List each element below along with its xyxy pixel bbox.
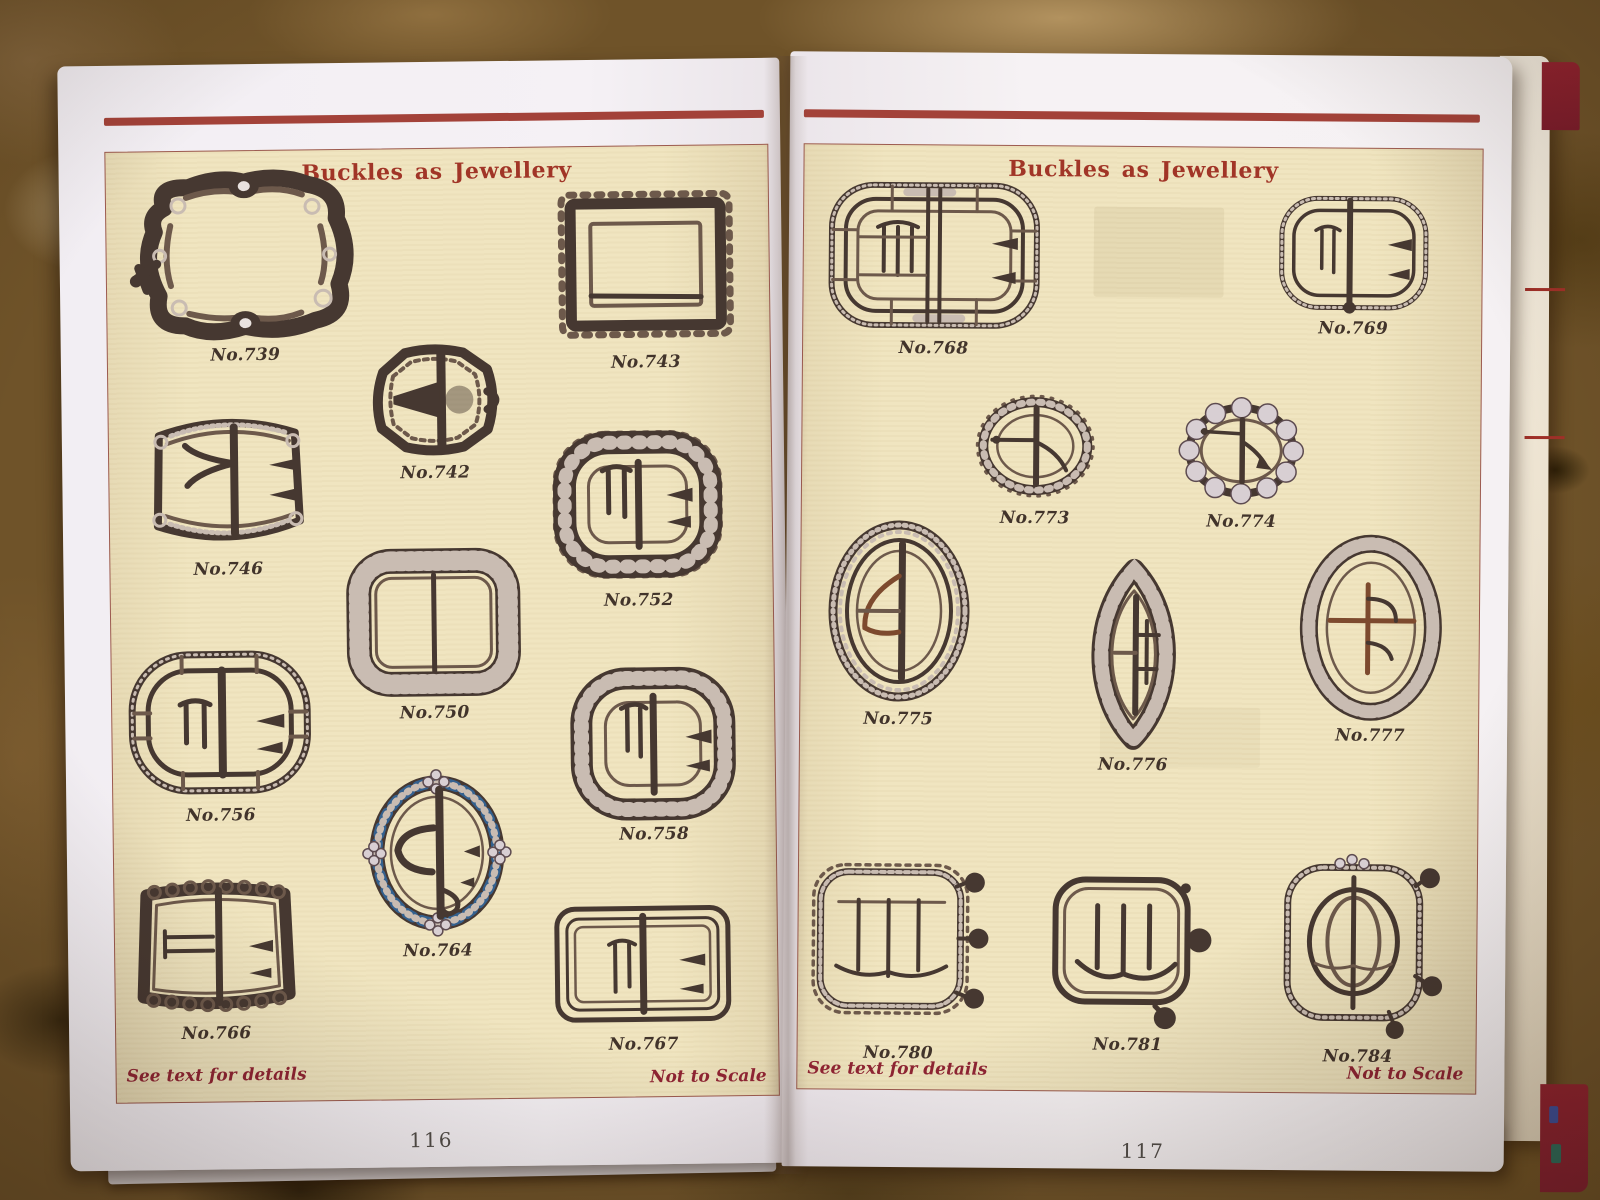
buckle-756-label: No.756 xyxy=(185,805,256,826)
top-rule-left xyxy=(103,109,764,126)
buckle-784-illustration xyxy=(1283,853,1443,1039)
right-page: Buckles as Jewellery No.768 xyxy=(781,51,1513,1172)
show-through-ghost xyxy=(1093,206,1225,298)
buckle-774-illustration xyxy=(1178,396,1305,505)
buckle-figure-742: No.742 xyxy=(359,339,511,484)
buckle-750-illustration xyxy=(346,547,521,697)
buckle-figure-781: No.781 xyxy=(1043,861,1215,1055)
buckle-752-illustration xyxy=(552,430,723,579)
left-footer-note: See text for details xyxy=(126,1064,307,1087)
buckle-figure-743: No.743 xyxy=(544,178,746,373)
buckle-777-label: No.777 xyxy=(1335,725,1405,747)
buckle-figure-777: No.777 xyxy=(1295,532,1447,746)
left-plate: Buckles as Jewellery No.739 xyxy=(104,143,780,1104)
buckle-767-illustration xyxy=(554,905,732,1023)
buckle-776-label: No.776 xyxy=(1097,754,1168,776)
left-scale-note: Not to Scale xyxy=(649,1065,767,1088)
buckle-figure-739: No.739 xyxy=(126,166,363,367)
buckle-figure-776: No.776 xyxy=(1058,556,1210,775)
buckle-742-label: No.742 xyxy=(400,462,471,484)
buckle-781-illustration xyxy=(1052,876,1212,1030)
buckle-764-label: No.764 xyxy=(403,940,474,962)
buckle-figure-766: No.766 xyxy=(122,869,309,1044)
buckle-739-illustration xyxy=(129,169,354,341)
buckle-figure-775: No.775 xyxy=(818,515,980,729)
buckle-768-illustration xyxy=(828,181,1041,329)
right-page-number: 117 xyxy=(1120,1138,1165,1164)
buckle-743-label: No.743 xyxy=(610,351,681,373)
buckle-figure-773: No.773 xyxy=(970,390,1101,529)
top-rule-right xyxy=(803,109,1480,123)
buckle-figure-746: No.746 xyxy=(136,400,318,580)
buckle-figure-774: No.774 xyxy=(1174,393,1310,532)
buckle-figure-756: No.756 xyxy=(121,641,318,826)
buckle-781-label: No.781 xyxy=(1092,1034,1163,1056)
buckle-figure-764: No.764 xyxy=(361,767,513,962)
buckle-766-illustration xyxy=(137,878,296,1013)
right-plate: Buckles as Jewellery No.768 xyxy=(796,143,1484,1095)
buckle-756-illustration xyxy=(128,650,311,795)
buckle-766-label: No.766 xyxy=(181,1023,252,1045)
cover-blue-mark xyxy=(1549,1106,1559,1124)
buckle-743-illustration xyxy=(557,189,734,339)
page-edge-red-line xyxy=(1525,288,1566,292)
buckle-780-illustration xyxy=(811,862,989,1016)
buckle-figure-752: No.752 xyxy=(542,421,734,611)
right-scale-note: Not to Scale xyxy=(1346,1063,1464,1085)
buckle-774-label: No.774 xyxy=(1206,511,1277,533)
buckle-768-label: No.768 xyxy=(898,338,969,359)
buckle-773-label: No.773 xyxy=(999,507,1070,529)
buckle-figure-750: No.750 xyxy=(340,544,527,724)
buckle-775-illustration xyxy=(828,520,970,702)
buckle-figure-784: No.784 xyxy=(1272,843,1444,1067)
buckle-767-label: No.767 xyxy=(608,1033,679,1055)
buckle-758-illustration xyxy=(570,666,736,821)
buckle-758-label: No.758 xyxy=(619,823,690,845)
buckle-769-illustration xyxy=(1279,195,1429,314)
buckle-figure-780: No.780 xyxy=(805,849,992,1063)
buckle-775-label: No.775 xyxy=(863,708,934,730)
buckle-742-illustration xyxy=(372,344,500,456)
buckle-figure-758: No.758 xyxy=(565,665,742,845)
buckle-figure-767: No.767 xyxy=(544,895,741,1055)
buckle-764-illustration xyxy=(362,769,512,937)
cover-teal-mark xyxy=(1551,1144,1562,1164)
buckle-773-illustration xyxy=(975,394,1095,498)
buckle-769-label: No.769 xyxy=(1318,318,1389,339)
buckle-746-label: No.746 xyxy=(193,558,264,580)
red-cover-edge-top xyxy=(1541,62,1580,131)
book-gutter-shadow xyxy=(764,56,808,1174)
buckle-752-label: No.752 xyxy=(603,589,674,611)
buckle-750-label: No.750 xyxy=(399,702,470,724)
buckle-777-illustration xyxy=(1299,534,1442,721)
buckle-746-illustration xyxy=(152,418,304,541)
buckle-figure-769: No.769 xyxy=(1273,190,1434,339)
left-page-number: 116 xyxy=(409,1127,454,1153)
right-footer-note: See text for details xyxy=(807,1058,988,1080)
buckle-figure-768: No.768 xyxy=(821,174,1047,359)
buckle-739-label: No.739 xyxy=(210,344,281,366)
left-page: Buckles as Jewellery No.739 xyxy=(57,57,793,1172)
page-edge-red-line xyxy=(1524,436,1565,440)
red-cover-edge-bottom xyxy=(1539,1084,1589,1193)
buckle-776-illustration xyxy=(1091,558,1176,751)
